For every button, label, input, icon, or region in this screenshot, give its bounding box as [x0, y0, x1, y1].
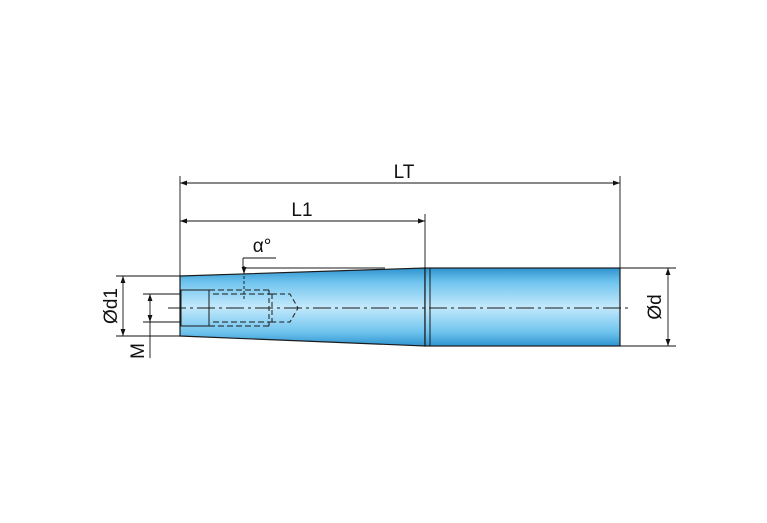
d-dimension — [620, 267, 676, 347]
d1-dimension — [116, 275, 180, 337]
m-label: M — [128, 343, 149, 359]
l1-label: L1 — [291, 200, 312, 221]
lt-dimension — [179, 176, 621, 276]
d-label: Ød — [645, 294, 666, 319]
tapered-section — [179, 267, 426, 347]
d1-label: Ød1 — [101, 288, 122, 324]
alpha-label: α° — [253, 236, 272, 257]
lt-label: LT — [394, 162, 415, 183]
l1-dimension — [180, 214, 426, 268]
m-dimension — [143, 293, 180, 358]
cylindrical-shank — [424, 267, 621, 347]
angle-annotation — [241, 257, 276, 300]
